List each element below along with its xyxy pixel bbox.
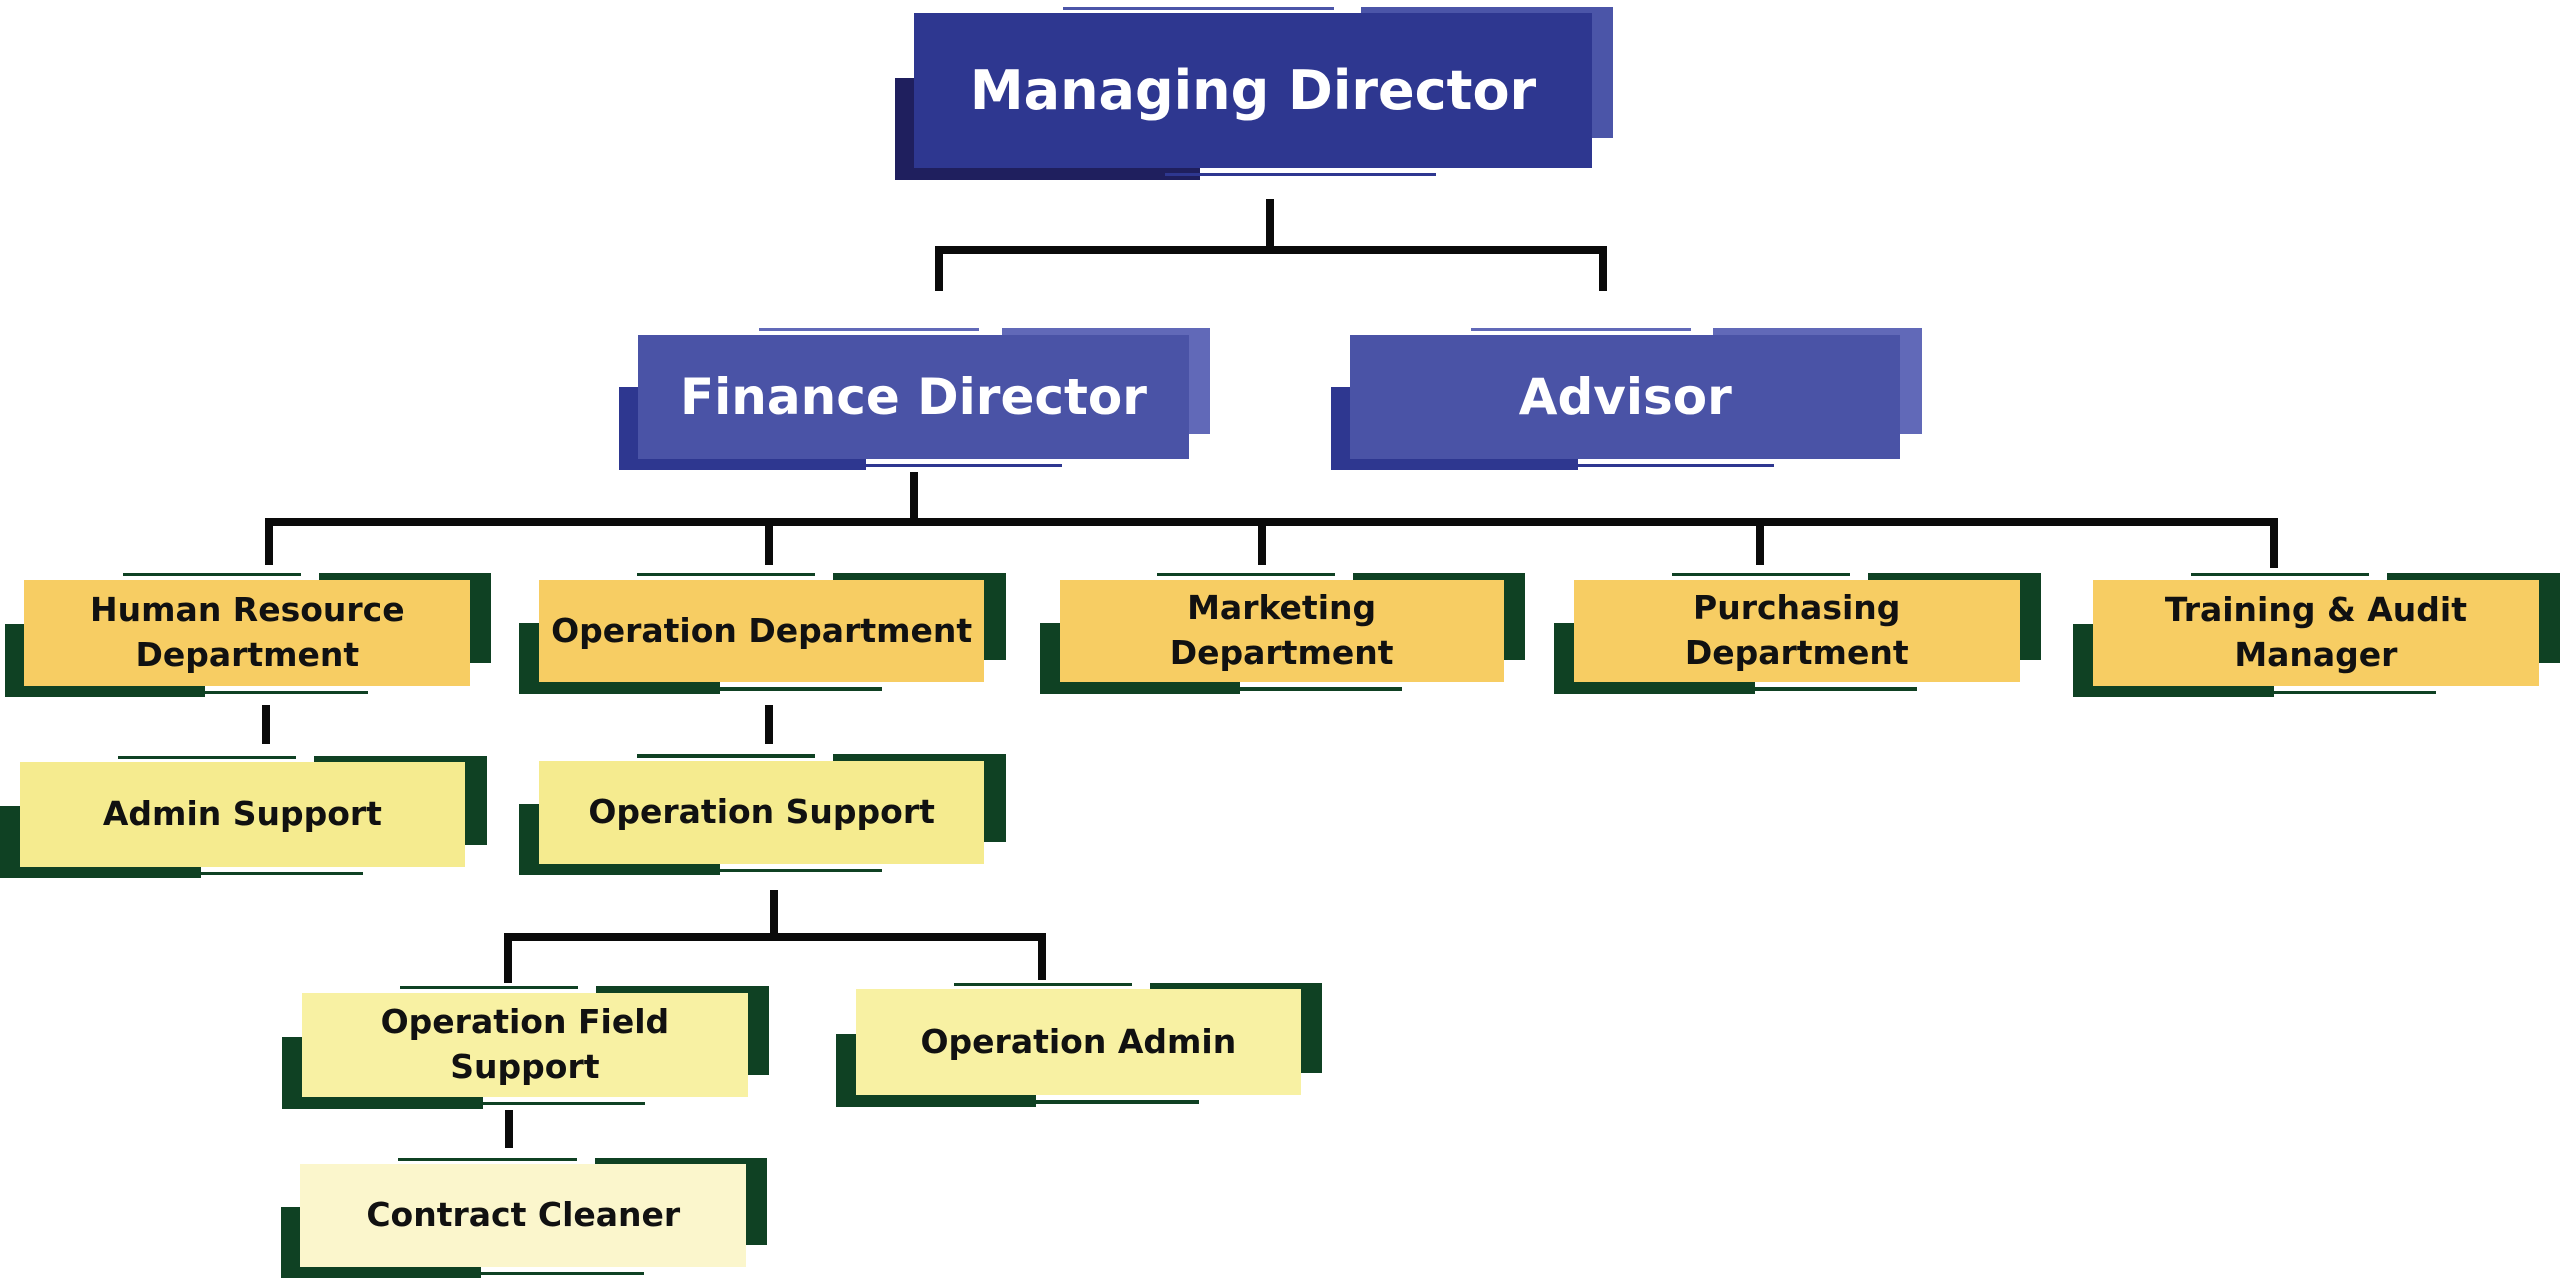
top-line [636,573,816,577]
connector-line [2270,522,2279,569]
connector-line [764,705,773,745]
node-label: Human Resource Department [90,590,405,674]
node-box: Marketing Department [1059,579,1504,683]
top-line [1157,573,1335,577]
bottom-line [841,463,1063,467]
connector-line [934,249,943,291]
connector-line [1037,937,1046,980]
connector-line [503,933,1046,942]
node-box: Training & Audit Manager [2093,579,2539,686]
node-box: Operation Department [538,579,985,683]
node-label: Operation Admin [920,1022,1237,1062]
bottom-line [703,868,882,872]
bottom-line [703,687,882,691]
bottom-line [1553,463,1774,467]
top-line [1471,328,1692,332]
connector-line [262,705,271,745]
node-box: Purchasing Department [1573,579,2020,683]
node-box: Operation Admin [855,989,1302,1096]
bottom-line [466,1102,646,1106]
node-box: Operation Field Support [302,992,748,1098]
node-box: Admin Support [19,762,466,867]
node-label: Contract Cleaner [366,1195,681,1235]
bottom-line [189,690,368,694]
connector-line [503,937,512,983]
node-box: Human Resource Department [24,579,471,686]
connector-line [934,245,1608,254]
connector-line [1258,522,1267,565]
bottom-line [1020,1100,1199,1104]
bottom-line [2257,690,2437,694]
top-line [1063,6,1335,10]
connector-line [764,522,773,565]
top-line [953,982,1132,987]
connector-line [910,471,919,523]
top-line [636,754,816,758]
connector-line [1266,199,1275,250]
connector-line [265,522,274,565]
node-label: Managing Director [969,59,1537,123]
node-label: Training & Audit Manager [2164,590,2467,674]
connector-line [265,518,2279,527]
bottom-line [184,871,363,876]
top-line [398,1157,577,1161]
node-label: Admin Support [102,794,382,834]
bottom-line [465,1271,644,1276]
connector-line [1599,249,1608,291]
top-line [122,573,301,577]
node-label: Marketing Department [1169,588,1394,672]
node-box: Finance Director [638,334,1189,459]
top-line [117,755,296,760]
node-box: Managing Director [914,13,1592,169]
node-box: Contract Cleaner [300,1164,747,1267]
node-box: Advisor [1350,334,1901,459]
bottom-line [1738,687,1918,691]
connector-line [1756,522,1764,565]
bottom-line [1164,173,1436,177]
node-label: Operation Field Support [380,1002,670,1086]
top-line [759,328,980,332]
node-label: Purchasing Department [1684,588,1909,672]
connector-line [505,1110,514,1148]
node-label: Operation Support [588,791,935,831]
top-line [2191,573,2370,577]
connector-line [769,889,778,938]
node-label: Advisor [1518,367,1732,426]
top-line [400,986,579,990]
node-label: Operation Department [551,610,973,650]
node-label: Finance Director [679,367,1147,426]
node-box: Operation Support [538,760,985,864]
top-line [1671,573,1851,577]
bottom-line [1223,687,1402,691]
